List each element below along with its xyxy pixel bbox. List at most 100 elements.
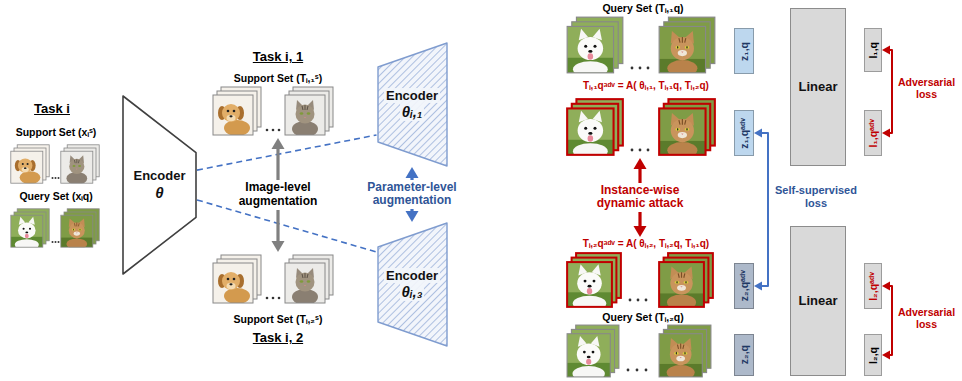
feature-box: l₁,qᵃᵈᵛ	[864, 110, 882, 156]
ellipsis-dots-part	[272, 129, 275, 132]
feature-box: l₂,q	[864, 334, 882, 376]
adversarial-stack	[659, 99, 715, 158]
feature-box: z₂,q	[734, 334, 754, 376]
encoder-shape	[378, 43, 447, 166]
arrow-head	[754, 129, 762, 138]
formula-label: Tᵢ,₁qᵃᵈᵛ = A( θᵢ,₁, Tᵢ,₁q, Tᵢ,₂q)	[583, 79, 709, 92]
ellipsis-dots-part	[278, 297, 281, 300]
connector	[882, 282, 892, 360]
encoder-shape	[378, 223, 447, 346]
ellipsis-dots-part	[639, 67, 642, 70]
ellipsis-dots-part	[52, 241, 54, 243]
image-set: Support Set (Tᵢ,₁ˢ)	[208, 72, 348, 138]
set-label: Query Set (Tᵢ,₁q)	[602, 2, 683, 15]
image-stack	[567, 17, 623, 77]
feature-label: l₁,qᵃᵈᵛ	[867, 119, 880, 147]
feature-label: l₂,qᵃᵈᵛ	[867, 272, 880, 301]
ellipsis-dots-part	[631, 149, 634, 152]
image-stack	[659, 17, 715, 76]
feature-label: l₂,q	[867, 347, 880, 364]
ellipsis-dots-part	[637, 299, 640, 302]
feature-label: z₁,q	[738, 42, 751, 61]
image-stack	[567, 325, 619, 381]
feature-box: z₁,q	[734, 28, 754, 74]
arrow-head	[272, 241, 285, 252]
ellipsis-dots-part	[272, 297, 275, 300]
loss-label: Adversarial loss	[895, 306, 958, 330]
ellipsis-dots-part	[55, 241, 57, 243]
ellipsis-dots-part	[266, 297, 269, 300]
image-set: Tᵢ,₂qᵃᵈᵛ = A( θᵢ,₂, Tᵢ,₂q, Tᵢ,₁q)	[560, 237, 732, 309]
set-label: Query Set (Tᵢ,₂q)	[602, 311, 683, 324]
image-stack	[659, 325, 711, 380]
feature-label: l₁,q	[867, 42, 880, 59]
arrow-head	[882, 129, 890, 138]
adversarial-stack	[567, 253, 621, 311]
task-heading: Task i, 2	[251, 331, 305, 346]
arrow-head	[882, 282, 890, 291]
image-stack	[285, 255, 333, 305]
encoder: Encoderθᵢ,₁	[377, 42, 448, 167]
ellipsis-dots-part	[645, 369, 648, 372]
image-set: Support Set (Tᵢ,₂ˢ)	[208, 252, 348, 326]
parameter-symbol: θᵢ,₁	[400, 103, 424, 121]
ellipsis-dots-part	[636, 369, 639, 372]
connector	[882, 46, 892, 138]
feature-box: z₂,qᵃᵈᵛ	[734, 263, 754, 309]
image-stack	[61, 209, 99, 250]
connector-line	[197, 135, 377, 170]
feature-label: z₂,qᵃᵈᵛ	[738, 270, 751, 301]
ellipsis-dots-part	[58, 177, 60, 179]
image-set: Query Set (xᵢq)	[8, 190, 104, 252]
arrow-head	[882, 351, 890, 360]
ellipsis-dots-part	[631, 67, 634, 70]
image-stack	[285, 87, 333, 137]
task-heading: Task i, 1	[251, 50, 305, 65]
image-stacks	[11, 17, 715, 381]
adversarial-stack	[659, 253, 713, 310]
arrow-head	[406, 167, 419, 178]
encoder: Encoderθᵢ,₃	[377, 222, 448, 347]
image-set: Query Set (Tᵢ,₁q)	[562, 2, 724, 76]
ellipsis-dots-part	[266, 129, 269, 132]
task-heading: Task i	[32, 102, 72, 117]
edge-label: Parameter-level augmentation	[363, 180, 461, 210]
linear-layer: Linear	[790, 226, 846, 376]
formula-label: Tᵢ,₂qᵃᵈᵛ = A( θᵢ,₂, Tᵢ,₂q, Tᵢ,₁q)	[583, 237, 709, 250]
edge-label: Instance-wise dynamic attack	[590, 183, 690, 213]
feature-box: z₁,qᵃᵈᵛ	[734, 110, 754, 156]
encoder-label: Encoder	[384, 88, 440, 104]
arrow-head	[634, 226, 647, 237]
ellipsis-dots-part	[58, 241, 60, 243]
set-label: Query Set (xᵢq)	[19, 190, 92, 203]
feature-label: z₂,q	[738, 345, 751, 364]
encoder-label: Encoder	[131, 168, 187, 184]
connector	[754, 129, 768, 291]
ellipsis-dots-part	[55, 177, 57, 179]
parameter-symbol: θᵢ,₃	[400, 283, 425, 301]
arrow-head	[272, 138, 285, 149]
linear-layer: Linear	[790, 8, 846, 166]
arrow-head	[406, 211, 419, 222]
image-stack	[11, 145, 49, 184]
connector-line	[761, 133, 768, 286]
image-set: Query Set (Tᵢ,₂q)	[562, 311, 724, 379]
set-label: Support Set (xᵢˢ)	[16, 126, 97, 139]
layer-label: Linear	[798, 293, 837, 309]
parameter-symbol: θ	[153, 184, 165, 202]
ellipsis-dots-part	[647, 149, 650, 152]
arrow-head	[754, 282, 762, 291]
edge-label: Image-level augmentation	[232, 180, 324, 210]
image-set: Tᵢ,₁qᵃᵈᵛ = A( θᵢ,₁, Tᵢ,₁q, Tᵢ,₂q)	[560, 79, 732, 158]
ellipsis-dots-part	[645, 299, 648, 302]
layer-label: Linear	[798, 79, 837, 95]
image-stack	[61, 145, 99, 185]
feature-box: l₁,q	[864, 28, 882, 72]
feature-box: l₂,qᵃᵈᵛ	[864, 263, 882, 309]
loss-label: Adversarial loss	[895, 76, 958, 100]
image-stack	[213, 87, 261, 136]
connector-line	[889, 286, 892, 355]
set-label: Support Set (Tᵢ,₁ˢ)	[234, 72, 323, 85]
feature-label: z₁,qᵃᵈᵛ	[738, 118, 751, 149]
